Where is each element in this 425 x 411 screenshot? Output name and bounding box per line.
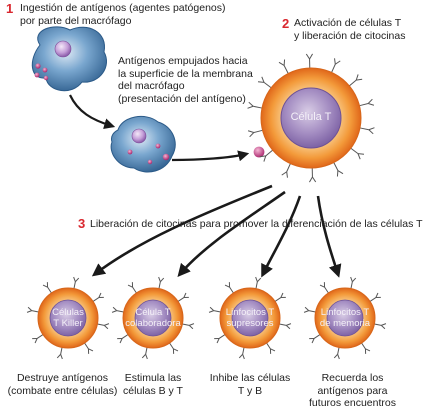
arrow-to-helper — [177, 190, 286, 277]
receptor-icon — [42, 282, 52, 294]
receptor-icon — [92, 292, 104, 302]
receptor-icon — [257, 76, 272, 89]
receptor-icon — [331, 58, 341, 73]
receptor-icon — [305, 53, 314, 69]
receptor-icon — [348, 74, 363, 87]
receptor-icon — [32, 334, 44, 344]
helper-description: Estimula las células B y T — [123, 372, 183, 397]
macrophage-nucleus — [54, 40, 72, 58]
t-cell-helper — [111, 276, 195, 360]
step3-text: Liberación de citocinas para promover la… — [90, 218, 423, 230]
receptor-icon — [169, 342, 179, 354]
receptor-icon — [158, 276, 165, 289]
receptor-icon — [208, 306, 221, 313]
main-cell-receptors — [247, 53, 375, 183]
suppressor-description: Inhibe las células T y B — [209, 372, 291, 397]
killer-label: Células T Killer — [52, 307, 84, 329]
receptor-icon — [333, 347, 340, 360]
suppressor-inner — [231, 299, 269, 337]
activated-t-cell — [247, 53, 375, 183]
receptor-icon — [266, 342, 276, 354]
receptor-icon — [255, 276, 262, 289]
arrow-ingestion-to-presentation — [69, 94, 116, 130]
receptor-icon — [117, 334, 129, 344]
receptor-icon — [374, 323, 387, 330]
suppressor-label: Linfocitos T supresores — [225, 307, 275, 329]
receptor-icon — [259, 149, 274, 162]
receptor-icon — [333, 162, 344, 177]
t-cell-suppressor — [208, 276, 292, 360]
cytokine-arrows — [91, 184, 342, 278]
macrophage-body-2 — [110, 115, 176, 173]
helper-label: Célula T colaboradora — [125, 307, 181, 329]
receptor-icon — [303, 306, 316, 313]
receptor-icon — [308, 167, 317, 183]
step2-text: Activación de células T y liberación de … — [294, 17, 406, 42]
helper-inner — [134, 299, 172, 337]
macrophage-ingesting — [31, 26, 107, 92]
receptor-icon — [279, 323, 292, 330]
arrow-presentation-to-activation — [171, 150, 250, 162]
receptor-icon — [111, 306, 124, 313]
receptor-icon — [182, 323, 195, 330]
main-cell-label: Célula T — [290, 111, 332, 123]
arrow-to-memory — [316, 195, 342, 278]
receptor-icon — [369, 292, 381, 302]
receptor-icon — [278, 59, 289, 74]
receptor-icon — [309, 334, 321, 344]
t-cell-killer — [26, 276, 110, 360]
receptor-icon — [238, 347, 245, 360]
step2-number: 2 — [282, 16, 290, 31]
receptor-icon — [97, 323, 110, 330]
receptor-icon — [127, 282, 137, 294]
receptor-icon — [247, 129, 263, 138]
arrow-to-killer — [91, 184, 273, 277]
presented-antigen-icon — [252, 145, 266, 159]
receptor-icon — [361, 342, 371, 354]
receptor-icon — [281, 163, 291, 178]
killer-inner — [49, 299, 87, 337]
receptor-icon — [359, 98, 375, 107]
step1-number: 1 — [6, 1, 14, 16]
macrophage-presenting — [110, 115, 176, 173]
receptor-icon — [177, 292, 189, 302]
macrophage-nucleus-2 — [131, 128, 147, 144]
main-cell-inner — [280, 87, 342, 149]
receptor-icon — [26, 306, 39, 313]
antigen-cluster — [34, 63, 49, 81]
receptor-icon — [56, 347, 63, 360]
receptor-icon — [141, 347, 148, 360]
receptor-icon — [274, 292, 286, 302]
receptor-icon — [224, 282, 234, 294]
t-cell-memory — [303, 276, 387, 360]
memory-inner — [326, 299, 364, 337]
arrow-to-suppressor — [261, 195, 302, 278]
receptor-icon — [73, 276, 80, 289]
receptor-icon — [84, 342, 94, 354]
receptor-icon — [247, 101, 263, 109]
receptor-icon — [319, 282, 329, 294]
killer-description: Destruye antígenos (combate entre célula… — [7, 372, 118, 397]
presented-antigens — [127, 143, 170, 165]
memory-description: Recuerda los antígenos para futuros encu… — [309, 372, 396, 409]
receptor-icon — [350, 276, 357, 289]
memory-label: Linfocitos T de memoria — [319, 307, 371, 329]
receptor-icon — [214, 334, 226, 344]
step1-text: Ingestión de antígenos (agentes patógeno… — [20, 2, 226, 27]
receptor-icon — [359, 127, 375, 135]
step3-number: 3 — [78, 216, 86, 231]
antigen-presentation-note: Antígenos empujados hacia la superficie … — [118, 55, 253, 105]
receptor-icon — [350, 147, 365, 160]
macrophage-body — [31, 26, 107, 92]
